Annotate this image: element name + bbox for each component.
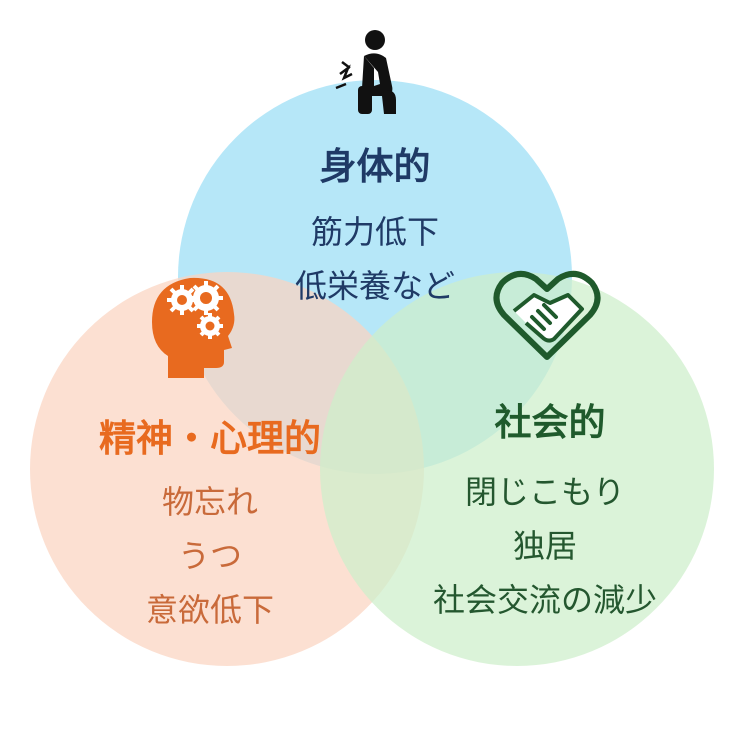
physical-item: 筋力低下 (310, 213, 439, 251)
social-item: 閉じこもり (464, 473, 625, 511)
physical-items: 筋力低下 低栄養など (240, 205, 510, 313)
mental-item: 意欲低下 (145, 591, 274, 629)
mental-item: 物忘れ (161, 483, 258, 521)
mental-title: 精神・心理的 (99, 417, 321, 460)
mental-items: 物忘れ うつ 意欲低下 (90, 475, 330, 637)
social-title: 社会的 (494, 401, 606, 444)
mental-item: うつ (177, 537, 242, 575)
physical-title: 身体的 (319, 145, 431, 188)
physical-item: 低栄養など (294, 267, 455, 305)
heart-handshake-icon (493, 270, 601, 360)
social-item: 社会交流の減少 (432, 581, 657, 619)
social-circle (320, 272, 714, 666)
head-gears-icon (152, 277, 235, 378)
social-item: 独居 (512, 527, 577, 565)
social-items: 閉じこもり 独居 社会交流の減少 (390, 465, 700, 627)
kneeling-person-pain-icon (335, 30, 396, 114)
